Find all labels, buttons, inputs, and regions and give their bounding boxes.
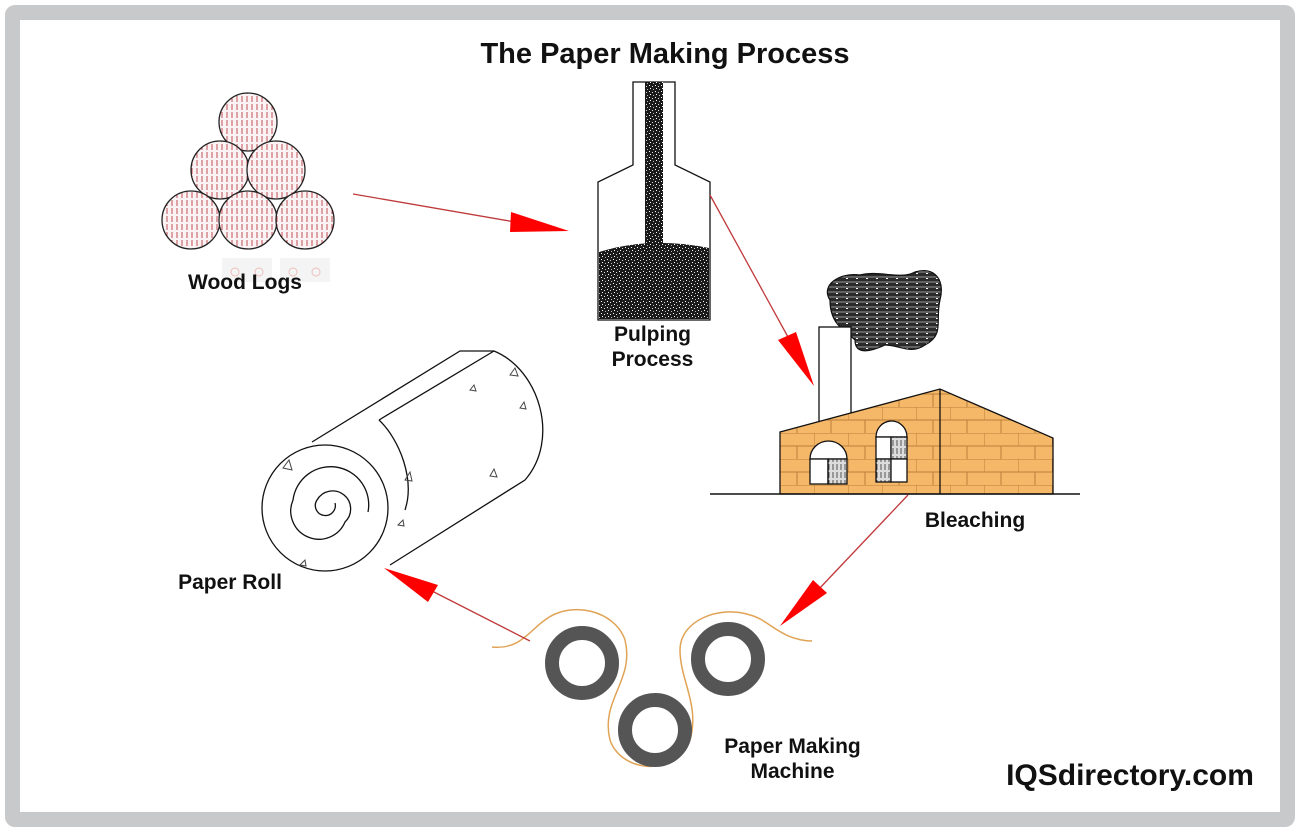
label-line: Paper Making xyxy=(724,735,861,758)
flow-arrow-logs-to-pulping xyxy=(352,193,569,232)
label-line: Process xyxy=(611,348,694,372)
log xyxy=(161,190,221,250)
building xyxy=(779,388,1054,495)
paper-roll-icon xyxy=(261,350,544,572)
arrowhead-icon xyxy=(510,212,569,232)
diagram-title: The Paper Making Process xyxy=(480,38,850,70)
arrowhead-icon xyxy=(778,332,814,386)
label-pulping-process: Pulping Process xyxy=(580,322,725,372)
roller xyxy=(618,693,692,767)
log xyxy=(218,92,278,152)
bleaching-plant-icon xyxy=(710,270,1080,495)
pulping-vessel-icon xyxy=(597,81,711,321)
window xyxy=(809,440,848,485)
log xyxy=(190,140,250,200)
watermark-marks xyxy=(222,258,330,282)
paper-web xyxy=(491,608,813,767)
smoke-cloud-icon xyxy=(826,270,942,352)
arrowhead-icon xyxy=(780,580,827,626)
wood-logs-icon xyxy=(161,92,335,250)
chimney xyxy=(818,326,852,423)
flow-arrow-pulping-to-bleaching xyxy=(709,194,814,386)
label-paper-making-machine: Paper Making Machine xyxy=(700,734,885,784)
arrowhead-icon xyxy=(384,568,438,602)
log xyxy=(218,190,278,250)
roller xyxy=(691,622,765,696)
label-line: Machine xyxy=(750,760,835,784)
window xyxy=(875,420,908,483)
paper-making-machine-icon xyxy=(491,608,813,767)
log xyxy=(246,140,306,200)
log xyxy=(275,190,335,250)
label-bleaching: Bleaching xyxy=(924,509,1026,532)
roller xyxy=(545,626,619,700)
flow-arrow-machine-to-roll xyxy=(384,568,531,642)
flow-arrow-bleaching-to-machine xyxy=(780,494,909,626)
label-paper-roll: Paper Roll xyxy=(178,571,282,594)
label-wood-logs: Wood Logs xyxy=(188,271,302,294)
brand-watermark: IQSdirectory.com xyxy=(1006,759,1254,792)
label-line: Pulping xyxy=(614,323,691,346)
